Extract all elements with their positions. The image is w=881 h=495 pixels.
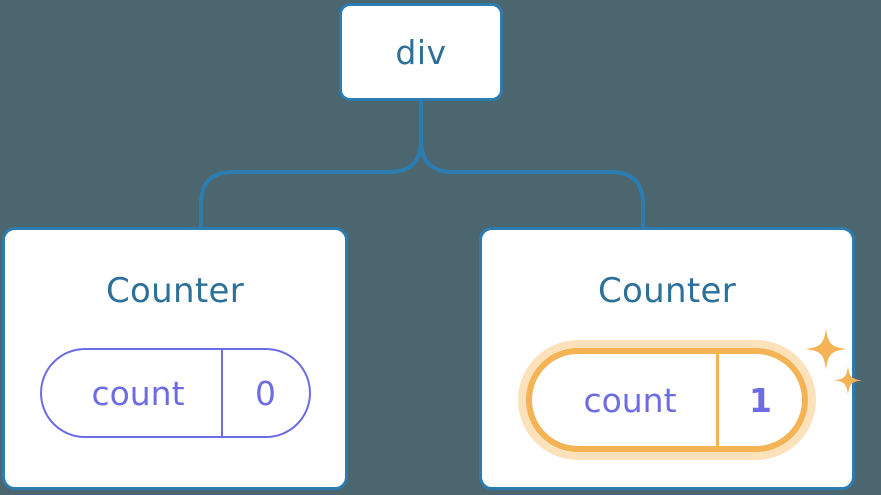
state-key-label: count — [91, 373, 185, 413]
counter-left-state-row: count 0 — [5, 348, 345, 438]
state-pill-count-right[interactable]: count 1 — [526, 348, 808, 452]
connector-to-left-counter — [199, 98, 423, 230]
node-counter-left[interactable]: Counter count 0 — [2, 227, 348, 490]
counter-right-state-row: count 1 — [482, 348, 852, 452]
connector-to-right-counter — [419, 98, 645, 230]
counter-right-title: Counter — [598, 271, 736, 311]
node-div[interactable]: div — [339, 3, 503, 101]
node-counter-right[interactable]: Counter count 1 — [479, 227, 862, 490]
state-value-label: 1 — [716, 354, 802, 446]
node-div-label: div — [395, 32, 447, 72]
state-pill-count-left[interactable]: count 0 — [39, 348, 311, 438]
state-value-label: 0 — [220, 350, 309, 436]
counter-left-title: Counter — [106, 271, 244, 311]
state-key-label: count — [583, 380, 677, 420]
